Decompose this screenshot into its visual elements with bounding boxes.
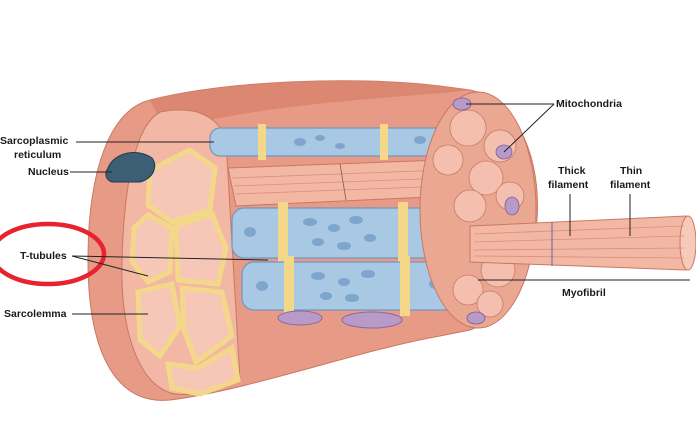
myofibril-row-top [209,124,451,160]
extended-myofibril [469,215,696,271]
label-mitochondria: Mitochondria [556,98,622,110]
label-sarcoplasmic-2: reticulum [14,149,61,161]
mitochondrion [504,196,520,216]
fiber-right-end [419,91,537,329]
fiber-top-shade [150,80,470,124]
myofibril-row-middle [231,202,463,264]
label-thick-1: Thick [558,165,586,177]
label-thick-2: filament [548,179,589,191]
t-tubule-network [129,147,241,397]
nucleus-shape [105,152,156,183]
highlight-circle [0,221,107,287]
leader-lines [70,103,690,315]
label-t-tubules: T-tubules [20,250,67,262]
label-myofibril: Myofibril [562,287,606,299]
label-sarcoplasmic-1: Sarcoplasmic [0,135,68,147]
label-sarcolemma: Sarcolemma [4,308,67,320]
mitochondrion [466,311,486,325]
label-nucleus: Nucleus [28,166,69,178]
label-thin-1: Thin [620,165,642,177]
labels: Sarcoplasmic reticulum Nucleus T-tubules… [0,98,651,320]
label-thin-2: filament [610,179,651,191]
